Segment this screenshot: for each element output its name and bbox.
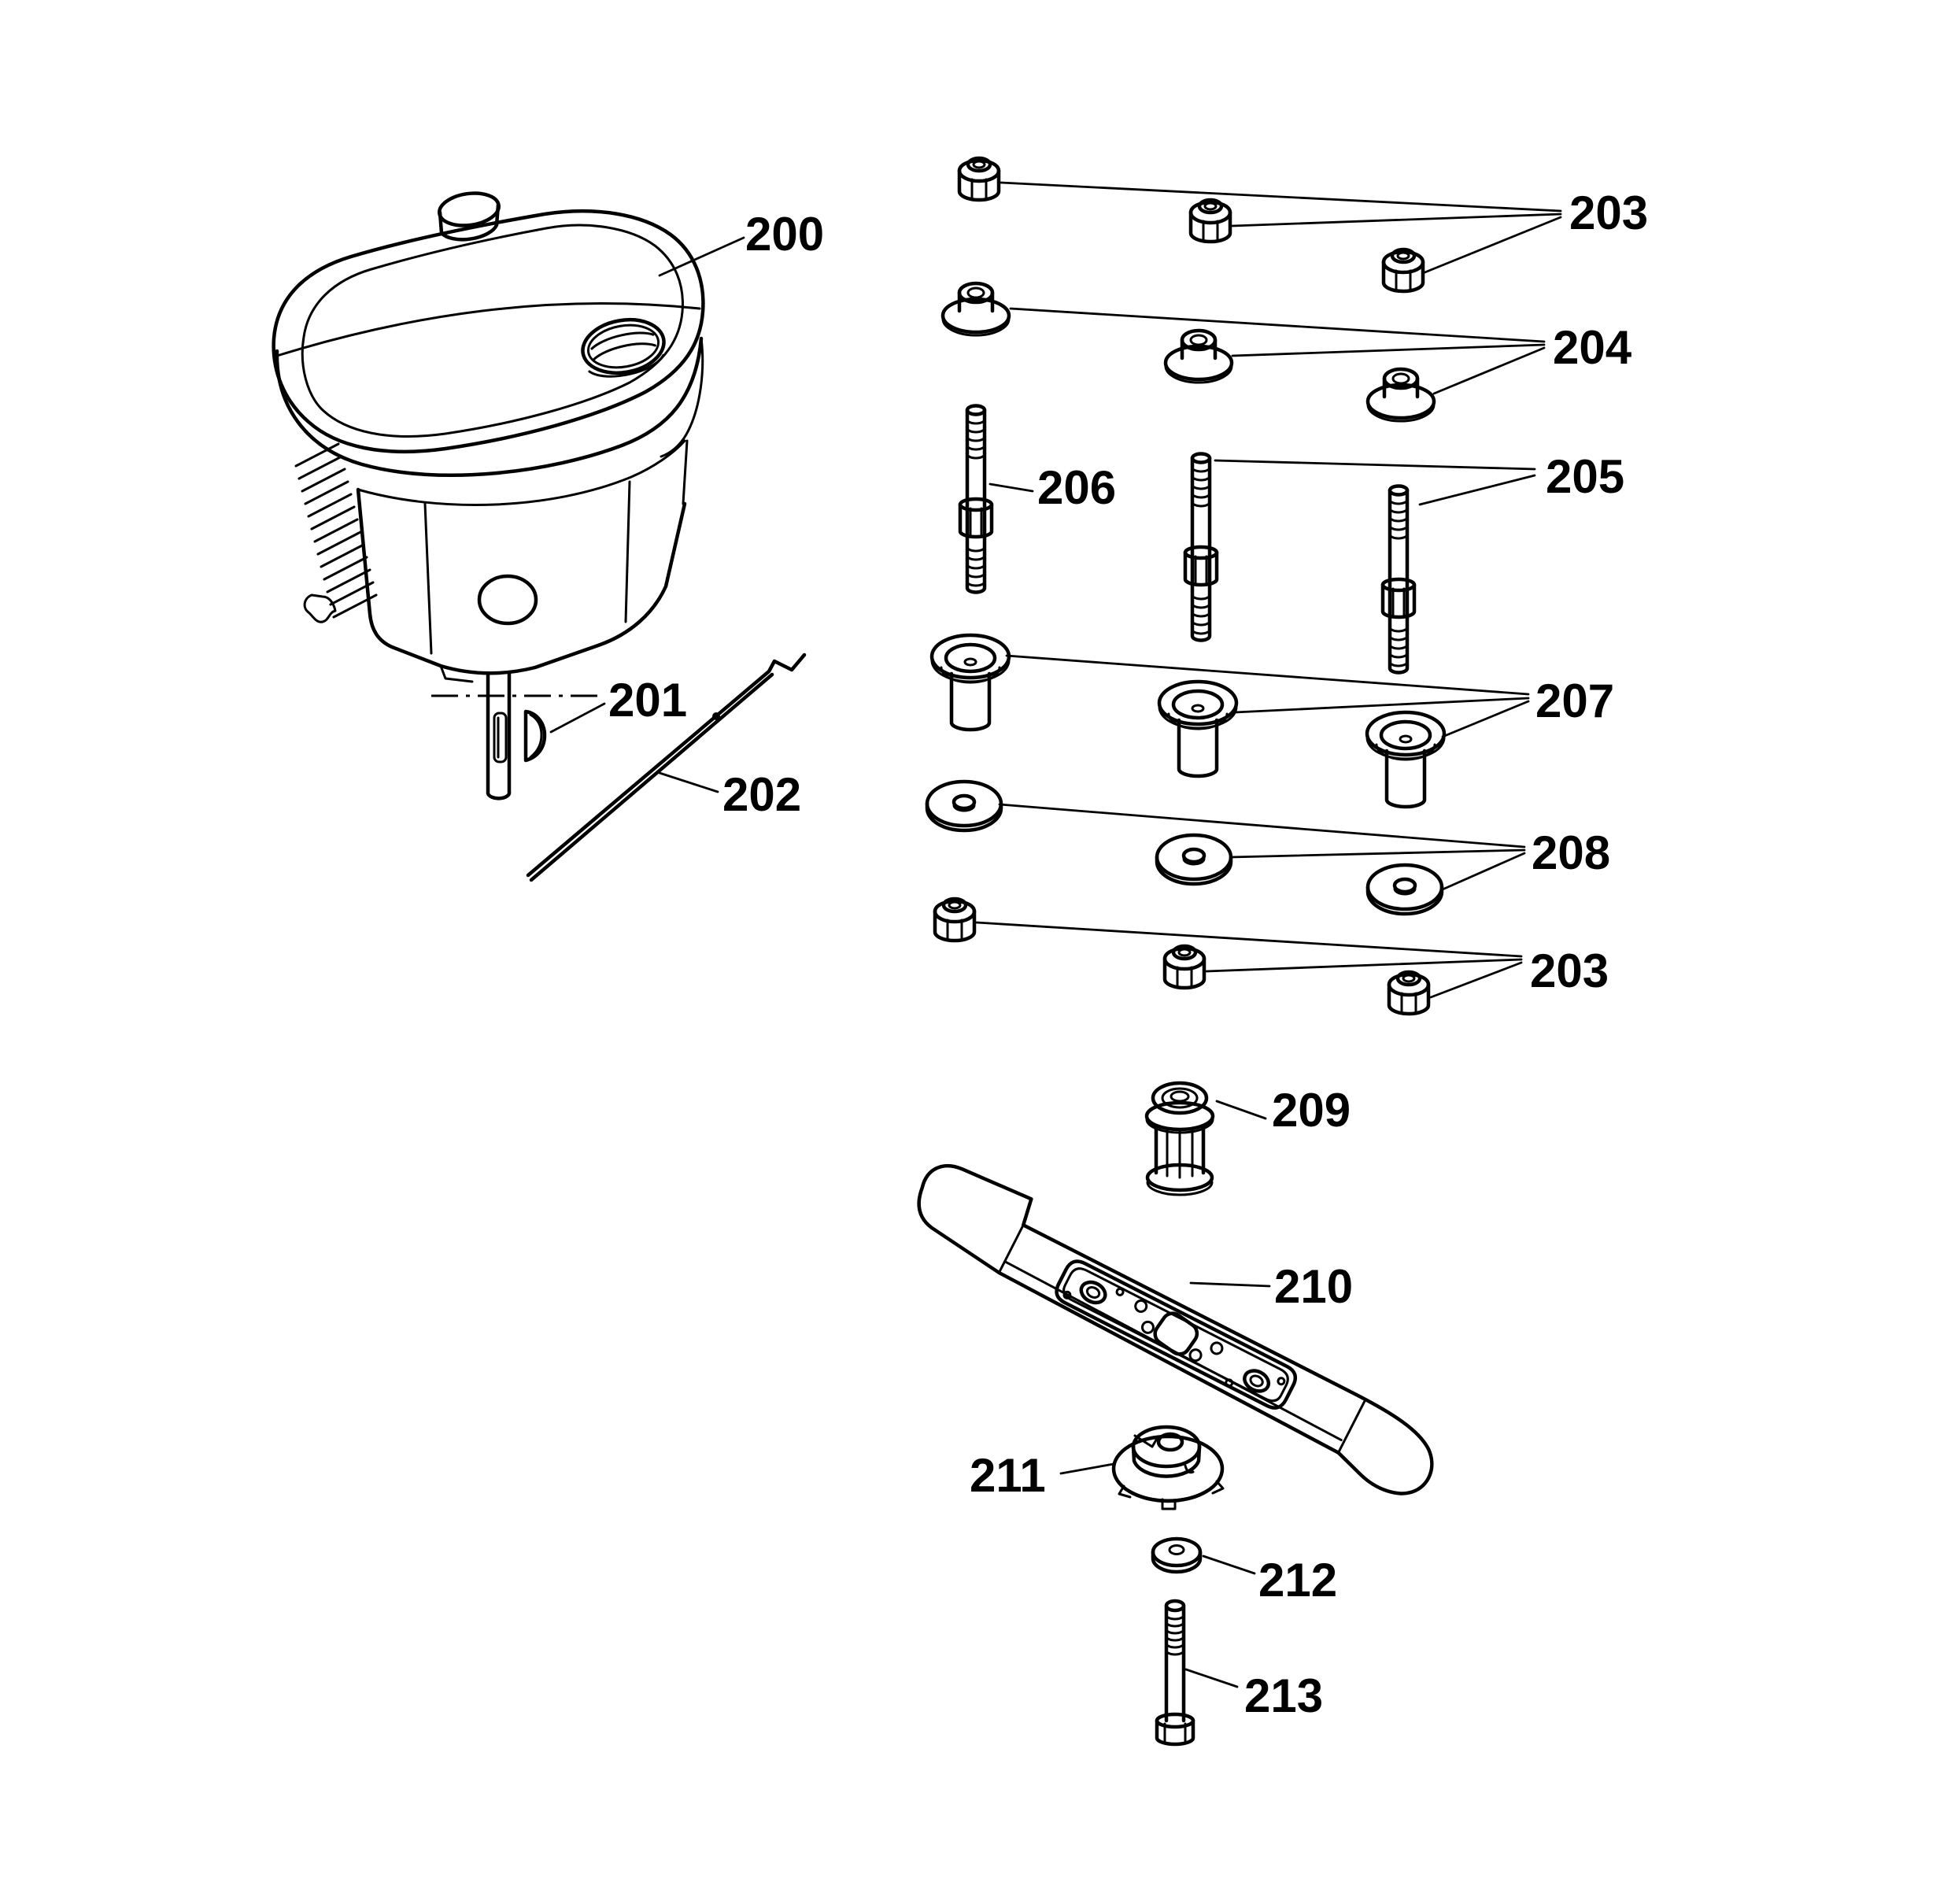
callout-205: 205: [1546, 450, 1624, 503]
leader-201: [549, 702, 606, 734]
part-blade-bolt: [1155, 1599, 1195, 1747]
part-locknut-bottom-row: [935, 899, 1428, 1014]
leader-209: [1215, 1100, 1267, 1120]
leader-213: [1184, 1668, 1239, 1688]
oil-cap: [581, 318, 666, 378]
callout-208: 208: [1532, 826, 1610, 879]
part-locknut-top-row: [959, 158, 1423, 291]
part-blade-adapter: [1144, 1081, 1215, 1196]
leader-203-bottom: [975, 921, 1523, 999]
leader-206: [988, 482, 1034, 493]
leader-202: [658, 771, 719, 793]
part-stud-single: [960, 406, 992, 593]
cooling-fins: [294, 442, 378, 619]
leader-208: [998, 803, 1526, 891]
callout-201: 201: [608, 674, 687, 726]
part-control-rod: [526, 653, 807, 882]
part-engine: [272, 191, 705, 800]
callout-202: 202: [722, 768, 801, 821]
part-blade: [917, 1164, 1434, 1495]
callout-207: 207: [1535, 675, 1614, 727]
part-blade-hub: [1111, 1425, 1225, 1510]
leader-212: [1202, 1555, 1256, 1575]
callout-210: 210: [1274, 1260, 1353, 1313]
leader-203-top: [1000, 181, 1562, 275]
callout-206: 206: [1037, 461, 1116, 514]
callout-209: 209: [1272, 1084, 1351, 1137]
callout-213: 213: [1244, 1669, 1323, 1722]
part-woodruff-key: [523, 709, 547, 763]
leader-211: [1059, 1462, 1115, 1475]
callout-211: 211: [970, 1449, 1046, 1502]
crankshaft: [431, 670, 598, 800]
fuel-cap: [438, 191, 501, 242]
callout-203-bottom: 203: [1530, 945, 1609, 997]
part-blade-washer: [1151, 1536, 1203, 1574]
part-flat-washer-row: [927, 782, 1442, 914]
callout-212: 212: [1258, 1554, 1337, 1606]
callout-200: 200: [745, 208, 824, 261]
callout-204: 204: [1553, 321, 1632, 374]
part-cup-spacer-row: [932, 635, 1444, 807]
leader-200: [658, 236, 745, 277]
leader-204: [1009, 307, 1546, 395]
leader-205: [1214, 459, 1536, 506]
leader-lines: [549, 181, 1562, 1688]
callout-203-top: 203: [1569, 187, 1648, 239]
leader-207: [1005, 654, 1530, 738]
leader-210: [1189, 1281, 1271, 1288]
part-stud-pair: [1185, 454, 1414, 673]
callout-labels: 200 201 202 203 204 205 206 207 208 203 …: [608, 187, 1648, 1722]
